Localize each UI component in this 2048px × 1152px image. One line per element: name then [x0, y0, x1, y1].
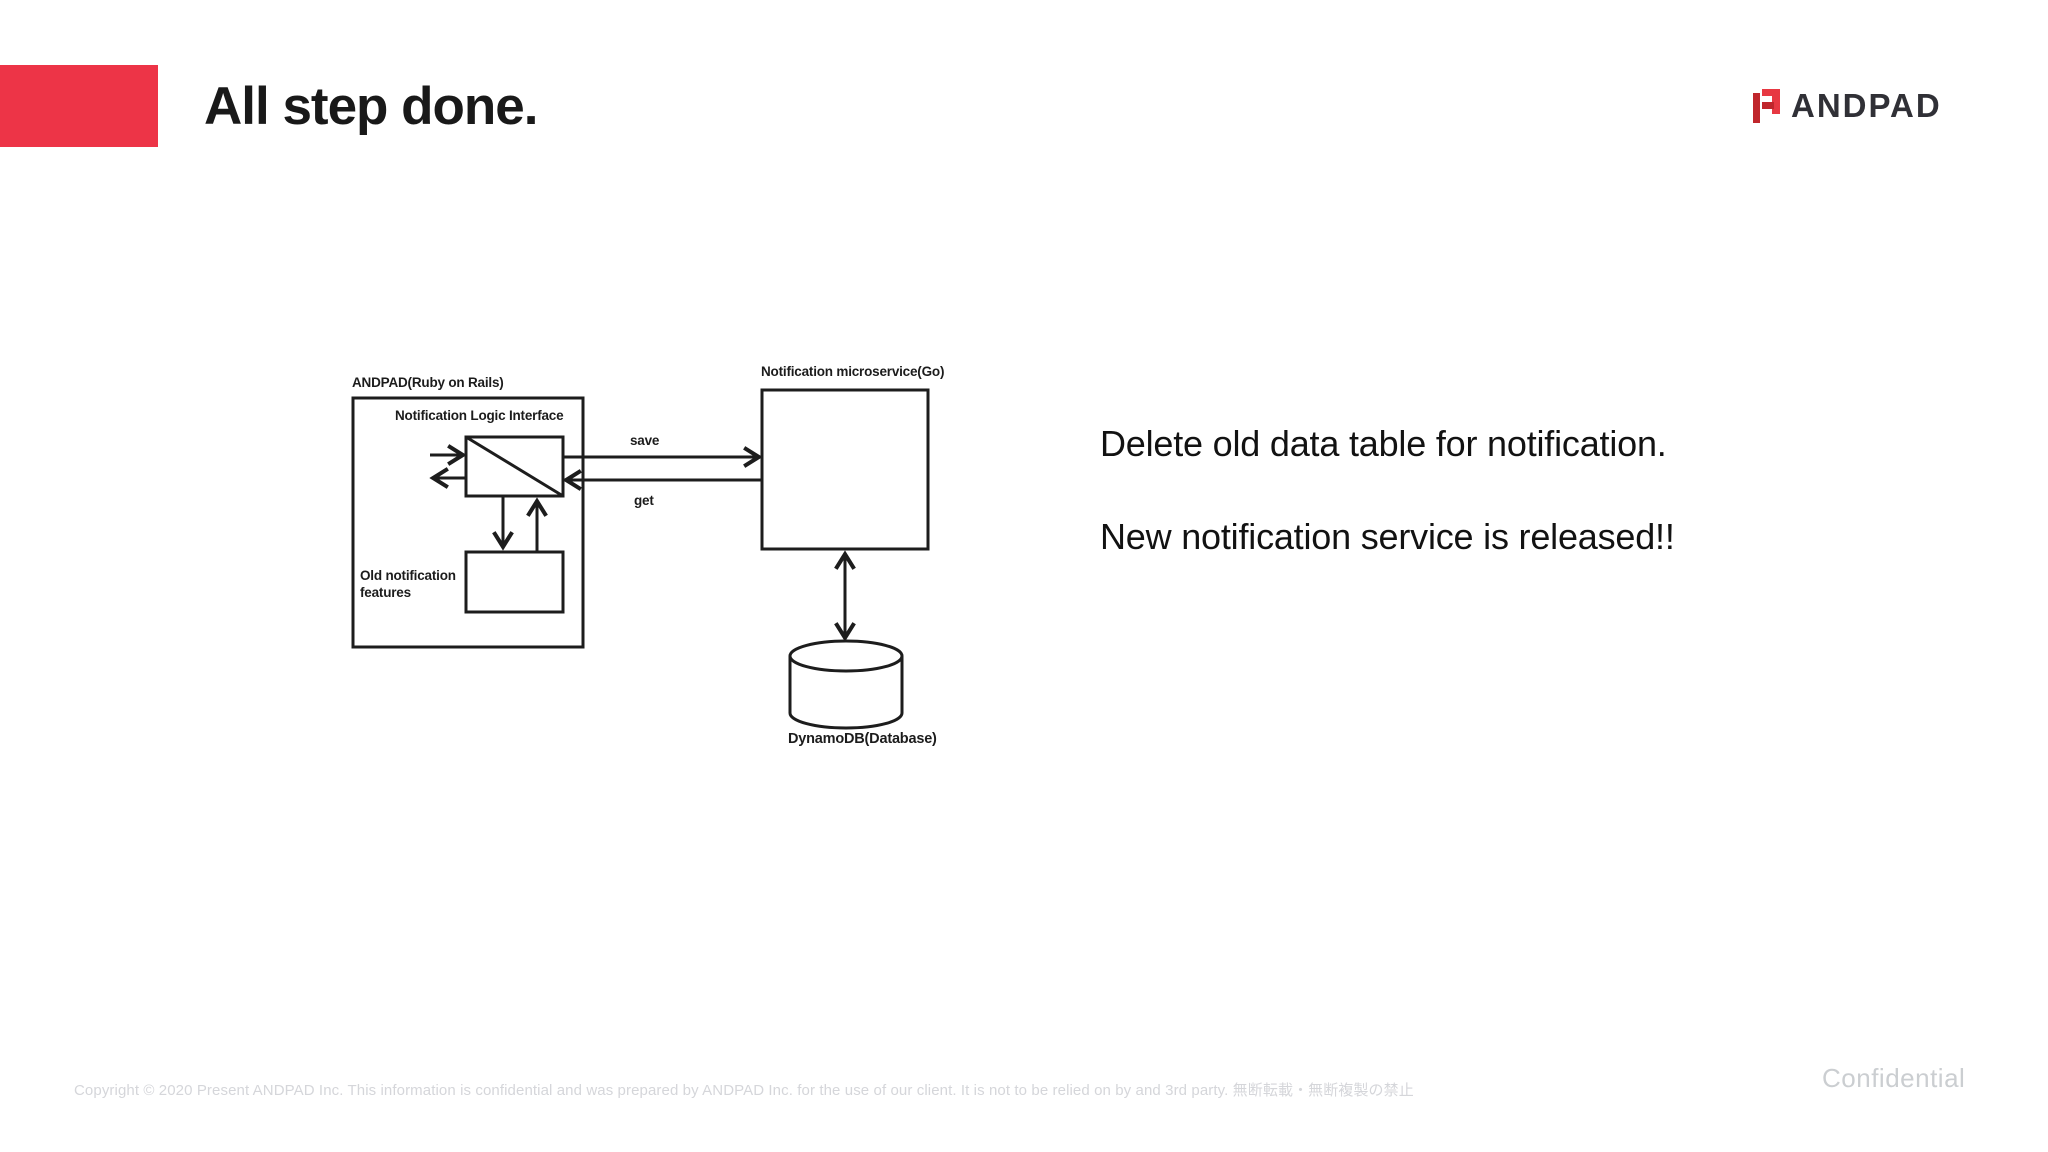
logo-bar-middle — [1762, 102, 1774, 109]
logo-bar-right — [1772, 89, 1780, 114]
microservice-label: Notification microservice(Go) — [761, 364, 945, 379]
database-cylinder-body — [788, 656, 904, 730]
confidential-label: Confidential — [1822, 1063, 1966, 1093]
logo-bar-left — [1753, 93, 1760, 123]
database-label: DynamoDB(Database) — [788, 731, 937, 747]
page-title: All step done. — [204, 77, 538, 136]
copyright-text: Copyright © 2020 Present ANDPAD Inc. Thi… — [74, 1082, 1414, 1099]
andpad-logo: ANDPAD — [1753, 87, 1993, 128]
save-arrow-label: save — [630, 433, 660, 448]
microservice-box — [760, 388, 930, 551]
rails-box-label: ANDPAD(Ruby on Rails) — [352, 375, 504, 390]
andpad-logo-icon — [1753, 89, 1780, 123]
andpad-wordmark: ANDPAD — [1791, 87, 1942, 124]
get-arrow-label: get — [634, 493, 654, 508]
interface-label: Notification Logic Interface — [395, 408, 564, 423]
interface-box — [464, 435, 565, 498]
note-new-service-released: New notification service is released!! — [1100, 516, 1675, 557]
interface-diagonal-line — [465, 435, 564, 498]
note-delete-old-table: Delete old data table for notification. — [1100, 423, 1667, 464]
logo-bar-top — [1762, 89, 1780, 96]
old-features-label: Old notification features — [360, 568, 456, 600]
database-cylinder-top — [788, 639, 904, 673]
old-features-box — [464, 550, 565, 614]
rails-box — [351, 396, 585, 649]
accent-bar — [0, 65, 158, 147]
